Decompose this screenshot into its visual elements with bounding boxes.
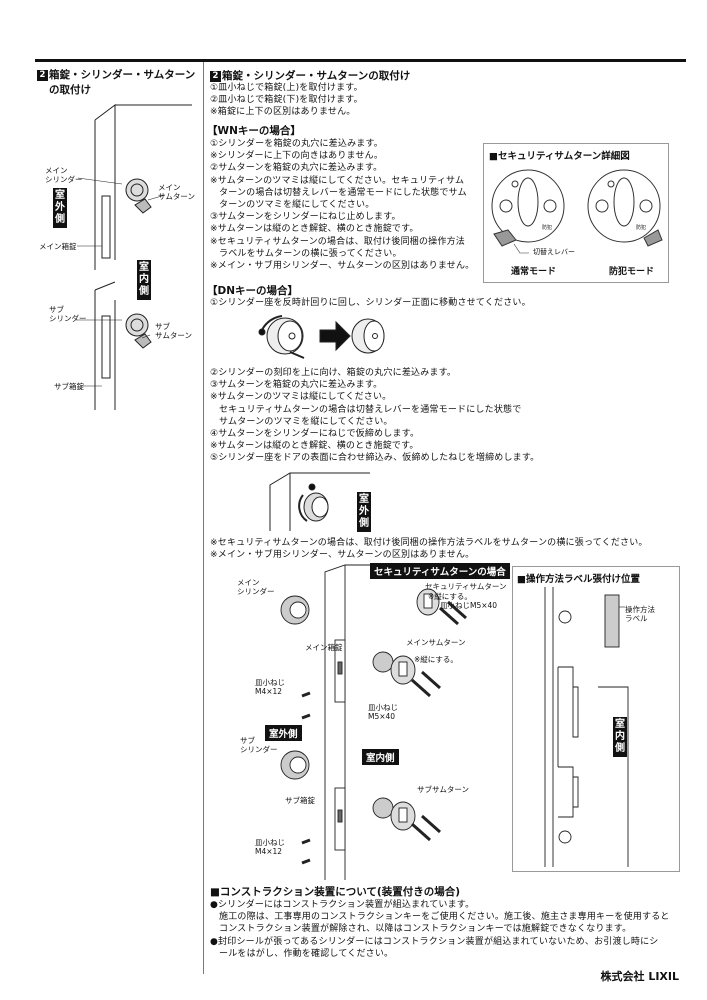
dn-door-illustration [269, 472, 370, 531]
normal-mode-label: 通常モード [511, 267, 557, 277]
top-rule [35, 59, 686, 62]
dn-heading: 【DNキーの場合】 [207, 285, 299, 297]
label-sub-thumbturn: サブサムターン [417, 785, 469, 794]
label-position-panel: ■操作方法ラベル張付け位置 操作方法ラベル 室内側 [512, 566, 680, 872]
label-panel-title: ■操作方法ラベル張付け位置 [517, 574, 640, 585]
label-main-cylinder: メインシリンダー [45, 166, 83, 184]
wn-heading: 【WNキーの場合】 [207, 125, 301, 137]
construction-title: ■コンストラクション装置について(装置付きの場合) [210, 886, 460, 898]
dn-steps: ②シリンダーの刻印を上に向け、箱錠の丸穴に差込みます。 ③サムターンを箱錠の丸穴… [210, 368, 540, 464]
step-badge: 2 [37, 70, 48, 81]
security-case-label: セキュリティサムターンの場合 [370, 563, 510, 579]
wn-steps: ①シリンダーを箱錠の丸穴に差込みます。 ※シリンダーに上下の向きはありません。 … [210, 139, 475, 272]
assembly-diagram [280, 564, 467, 880]
crime-mode-label: 防犯モード [609, 267, 655, 277]
label-sub-thumbturn: サブサムターン [155, 322, 192, 340]
label-main-case-lock: メイン箱錠 [39, 242, 77, 251]
label-sub-case-lock: サブ箱錠 [285, 796, 315, 805]
indoor-label: 室内側 [137, 260, 151, 300]
label-panel-indoor: 室内側 [613, 717, 627, 757]
left-title-line1: 箱錠・シリンダー・サムターン [49, 69, 196, 81]
operation-label-text: 操作方法ラベル [625, 605, 655, 623]
left-door-diagram [77, 104, 192, 410]
door-edge-illustration [544, 587, 629, 867]
step-badge: 2 [210, 71, 221, 82]
label-security-thumbturn: セキュリティサムターン [425, 582, 507, 591]
company-name: 株式会社 LIXIL [600, 970, 679, 983]
label-main-thumbturn: メインサムターン [406, 638, 466, 647]
label-main-cylinder: メインシリンダー [237, 578, 275, 596]
door-outdoor-label: 室外側 [357, 492, 371, 532]
column-divider [203, 62, 204, 974]
outdoor-label: 室外側 [53, 188, 67, 228]
thumbturn-detail-illustration [491, 169, 663, 254]
label-sub-cylinder: サブシリンダー [240, 736, 278, 754]
security-thumbturn-panel: ■セキュリティサムターン詳細図 防犯 防犯 切替えレバー 通常モード 防犯モード [483, 143, 669, 283]
label-sub-case-lock: サブ箱錠 [54, 382, 84, 391]
dn-step1: ①シリンダー座を反時計回りに回し、シリンダー正面に移動させてください。 [210, 298, 531, 308]
assembly-outdoor-label: 室外側 [265, 725, 302, 741]
label-main-thumbturn: メインサムターン [158, 183, 195, 201]
label-screw-m5: 皿小ねじM5×40 [440, 601, 498, 610]
construction-lines: ●シリンダーにはコンストラクション装置が組込まれています。 施工の際は、工事専用… [210, 900, 670, 959]
notes: ※セキュリティサムターンの場合は、取付け後同梱の操作方法ラベルをサムターンの横に… [210, 538, 648, 561]
label-main-case-lock: メイン箱錠 [305, 643, 343, 652]
lever-label: 切替えレバー [533, 248, 575, 256]
label-sub-cylinder: サブシリンダー [49, 305, 87, 323]
assembly-indoor-label: 室内側 [362, 749, 399, 765]
security-panel-title: ■セキュリティサムターン詳細図 [489, 151, 630, 162]
left-title-line2: の取付け [49, 84, 91, 96]
dn-cylinder-rotate-illustration [258, 315, 385, 359]
intro-steps: ①皿小ねじで箱錠(上)を取付けます。 ②皿小ねじで箱錠(下)を取付けます。 ※箱… [210, 83, 363, 118]
